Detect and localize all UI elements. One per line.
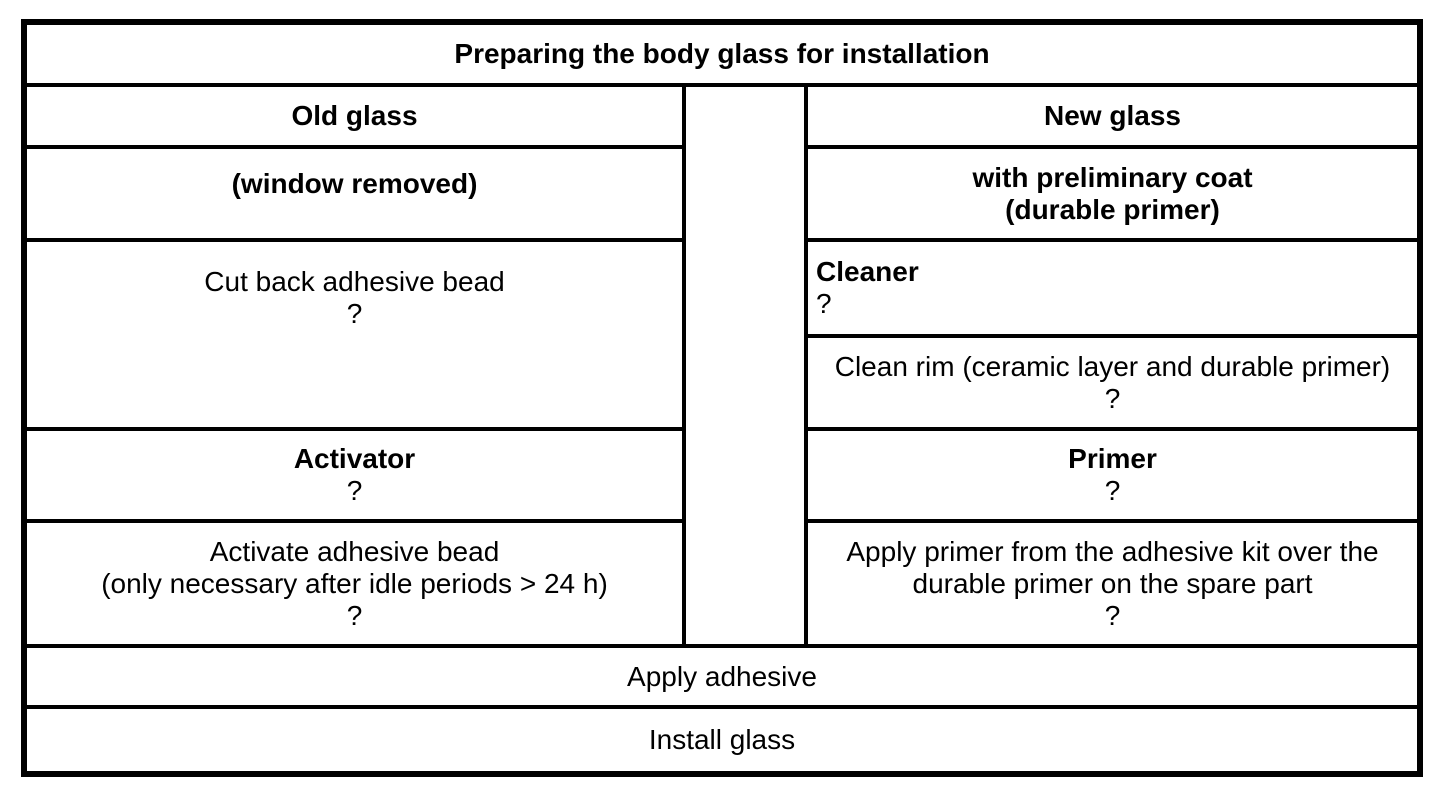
apply-primer-step-line1: Apply primer from the adhesive kit over … xyxy=(846,535,1379,567)
new-glass-condition-line2: (durable primer) xyxy=(1005,193,1220,225)
apply-primer-step-icon: ? xyxy=(1104,599,1121,631)
activate-step-cell: Activate adhesive bead (only necessary a… xyxy=(27,523,686,648)
install-glass-text: Install glass xyxy=(648,724,796,755)
old-glass-header-cell: Old glass xyxy=(27,87,686,149)
cut-back-step-text: Cut back adhesive bead xyxy=(204,266,505,297)
activate-step-icon: ? xyxy=(346,599,363,631)
activator-step-label: Activator xyxy=(293,443,416,474)
old-glass-header: Old glass xyxy=(291,100,418,131)
activate-step-line1: Activate adhesive bead xyxy=(209,535,500,567)
table-title-cell: Preparing the body glass for installatio… xyxy=(27,25,1417,87)
spacer-column xyxy=(686,87,808,648)
clean-rim-step-text: Clean rim (ceramic layer and durable pri… xyxy=(834,350,1391,382)
apply-primer-step-line2: durable primer on the spare part xyxy=(912,567,1313,599)
old-glass-condition-cell: (window removed) xyxy=(27,149,686,242)
apply-primer-step-cell: Apply primer from the adhesive kit over … xyxy=(808,523,1417,648)
table-title: Preparing the body glass for installatio… xyxy=(454,38,990,69)
cleaner-step-cell: Cleaner ? xyxy=(808,242,1417,338)
old-glass-condition: (window removed) xyxy=(231,167,478,199)
cut-back-step-icon: ? xyxy=(346,298,363,329)
apply-adhesive-row: Apply adhesive xyxy=(27,648,1417,709)
apply-adhesive-text: Apply adhesive xyxy=(627,660,817,692)
glass-preparation-table: Preparing the body glass for installatio… xyxy=(21,19,1423,777)
primer-step-label: Primer xyxy=(1068,443,1157,474)
clean-rim-step-cell: Clean rim (ceramic layer and durable pri… xyxy=(808,338,1417,431)
clean-rim-step-icon: ? xyxy=(1104,382,1121,414)
activate-step-line2: (only necessary after idle periods > 24 … xyxy=(101,567,608,599)
cleaner-step-label: Cleaner xyxy=(816,256,919,287)
primer-step-icon: ? xyxy=(1104,475,1121,506)
new-glass-header: New glass xyxy=(1044,100,1181,131)
install-glass-row: Install glass xyxy=(27,709,1417,771)
new-glass-condition-cell: with preliminary coat (durable primer) xyxy=(808,149,1417,242)
activator-step-icon: ? xyxy=(346,475,363,506)
primer-step-cell: Primer ? xyxy=(808,431,1417,523)
cleaner-step-icon: ? xyxy=(816,288,832,319)
activator-step-cell: Activator ? xyxy=(27,431,686,523)
new-glass-header-cell: New glass xyxy=(808,87,1417,149)
new-glass-condition-line1: with preliminary coat xyxy=(972,161,1253,193)
cut-back-step-cell: Cut back adhesive bead ? xyxy=(27,242,686,431)
